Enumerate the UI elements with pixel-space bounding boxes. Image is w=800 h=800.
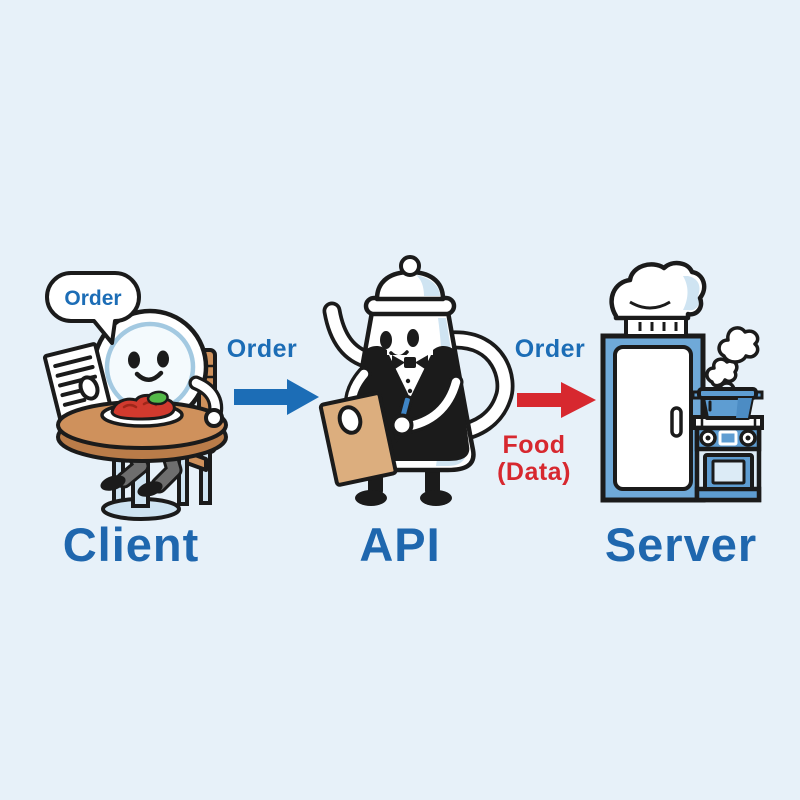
labels: Client API Server	[63, 518, 757, 571]
speech-bubble: Order	[45, 271, 141, 345]
client-illustration: Order	[42, 271, 228, 521]
api-hand-right	[390, 413, 414, 437]
stove-knobs	[699, 429, 757, 447]
server-label: Server	[605, 518, 757, 571]
response-label-line2: (Data)	[497, 458, 571, 486]
right-arrow-icon	[517, 382, 596, 418]
api-hand-left	[337, 405, 363, 435]
arrow-api-to-server: Order Food (Data)	[497, 335, 596, 486]
steam	[705, 326, 760, 388]
food-plate	[100, 390, 184, 428]
client-face	[128, 350, 169, 382]
client-hand-right	[204, 408, 224, 428]
client-hand-left	[78, 375, 100, 401]
shoe	[420, 490, 452, 506]
teapot-handle	[442, 330, 515, 443]
oven-door	[703, 453, 754, 491]
stove-display	[718, 430, 738, 446]
server-illustration	[600, 260, 764, 503]
stove	[692, 415, 764, 503]
speech-bubble-label: Order	[64, 287, 121, 310]
plate-character	[91, 308, 209, 426]
api-label: API	[359, 518, 440, 571]
menu-paper	[42, 342, 113, 422]
client-label: Client	[63, 518, 200, 571]
api-illustration	[318, 255, 515, 506]
fridge-handle	[670, 406, 683, 438]
arrow2-order-label: Order	[515, 335, 586, 363]
shoe	[100, 475, 126, 491]
arrow1-order-label: Order	[227, 335, 298, 363]
teapot-lid-knob	[399, 255, 421, 277]
response-label-line1: Food	[502, 431, 565, 459]
shoe	[137, 481, 163, 497]
shoe	[355, 490, 387, 506]
fridge	[600, 333, 706, 503]
garnish	[146, 390, 169, 406]
arrow-client-to-api: Order	[227, 335, 319, 415]
bow-tie	[392, 355, 428, 371]
chef-hat	[609, 260, 707, 338]
right-arrow-icon	[234, 379, 319, 415]
cooking-pot	[691, 381, 764, 420]
